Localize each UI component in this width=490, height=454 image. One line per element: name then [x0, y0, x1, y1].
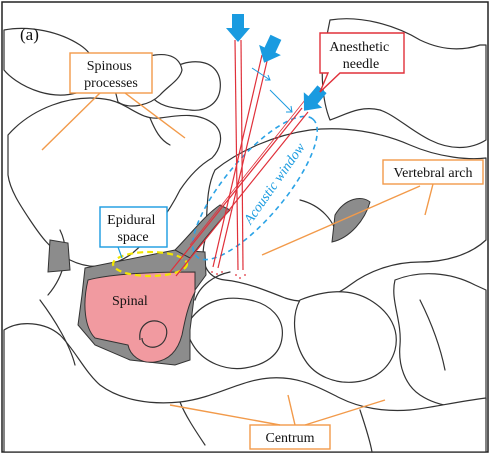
- vertebral-arch-label: Vertebral arch: [394, 166, 473, 181]
- facet-left: [48, 240, 70, 272]
- panel-label: (a): [20, 25, 39, 44]
- centrum-label: Centrum: [266, 431, 315, 446]
- spinal-label: Spinal: [112, 294, 148, 309]
